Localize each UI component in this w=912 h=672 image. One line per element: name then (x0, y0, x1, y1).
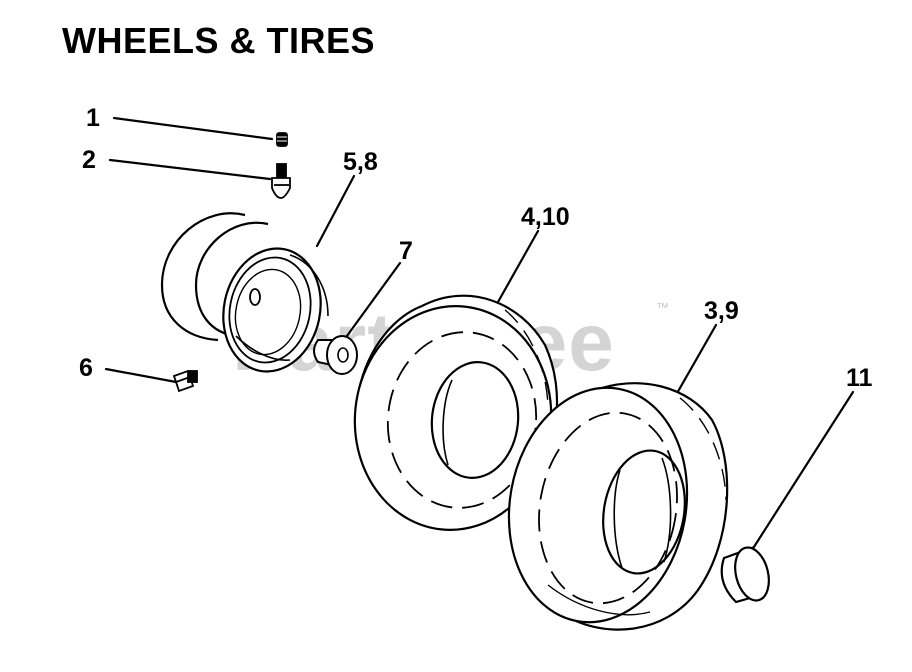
rear-tire-part (507, 382, 729, 631)
callout-4-10: 4,10 (521, 203, 570, 231)
front-tire-part (353, 294, 559, 531)
callout-6: 6 (79, 354, 93, 382)
callout-2: 2 (82, 146, 96, 174)
callout-11: 11 (846, 364, 873, 392)
leader-line-7 (342, 261, 402, 342)
callout-7: 7 (399, 237, 413, 265)
valve-stem-part (271, 163, 291, 199)
leader-line-3-9 (670, 323, 718, 404)
valve-cap-part (276, 132, 288, 147)
wheel-rim-part (160, 212, 329, 373)
diagram-title: WHEELS & TIRES (62, 20, 376, 61)
leader-line-4-10 (496, 229, 540, 304)
leader-line-5-8 (315, 174, 356, 248)
leader-line-11 (750, 390, 855, 552)
watermark-trademark: ™ (656, 300, 669, 315)
callout-5-8: 5,8 (343, 148, 378, 176)
callout-3-9: 3,9 (704, 297, 739, 325)
grease-fitting-part (172, 369, 198, 393)
leader-line-1 (112, 116, 274, 141)
hub-cap-part (720, 546, 770, 604)
bushing-part (313, 335, 358, 375)
leader-line-2 (108, 158, 272, 181)
leader-line-6 (104, 367, 178, 384)
callout-1: 1 (86, 104, 100, 132)
